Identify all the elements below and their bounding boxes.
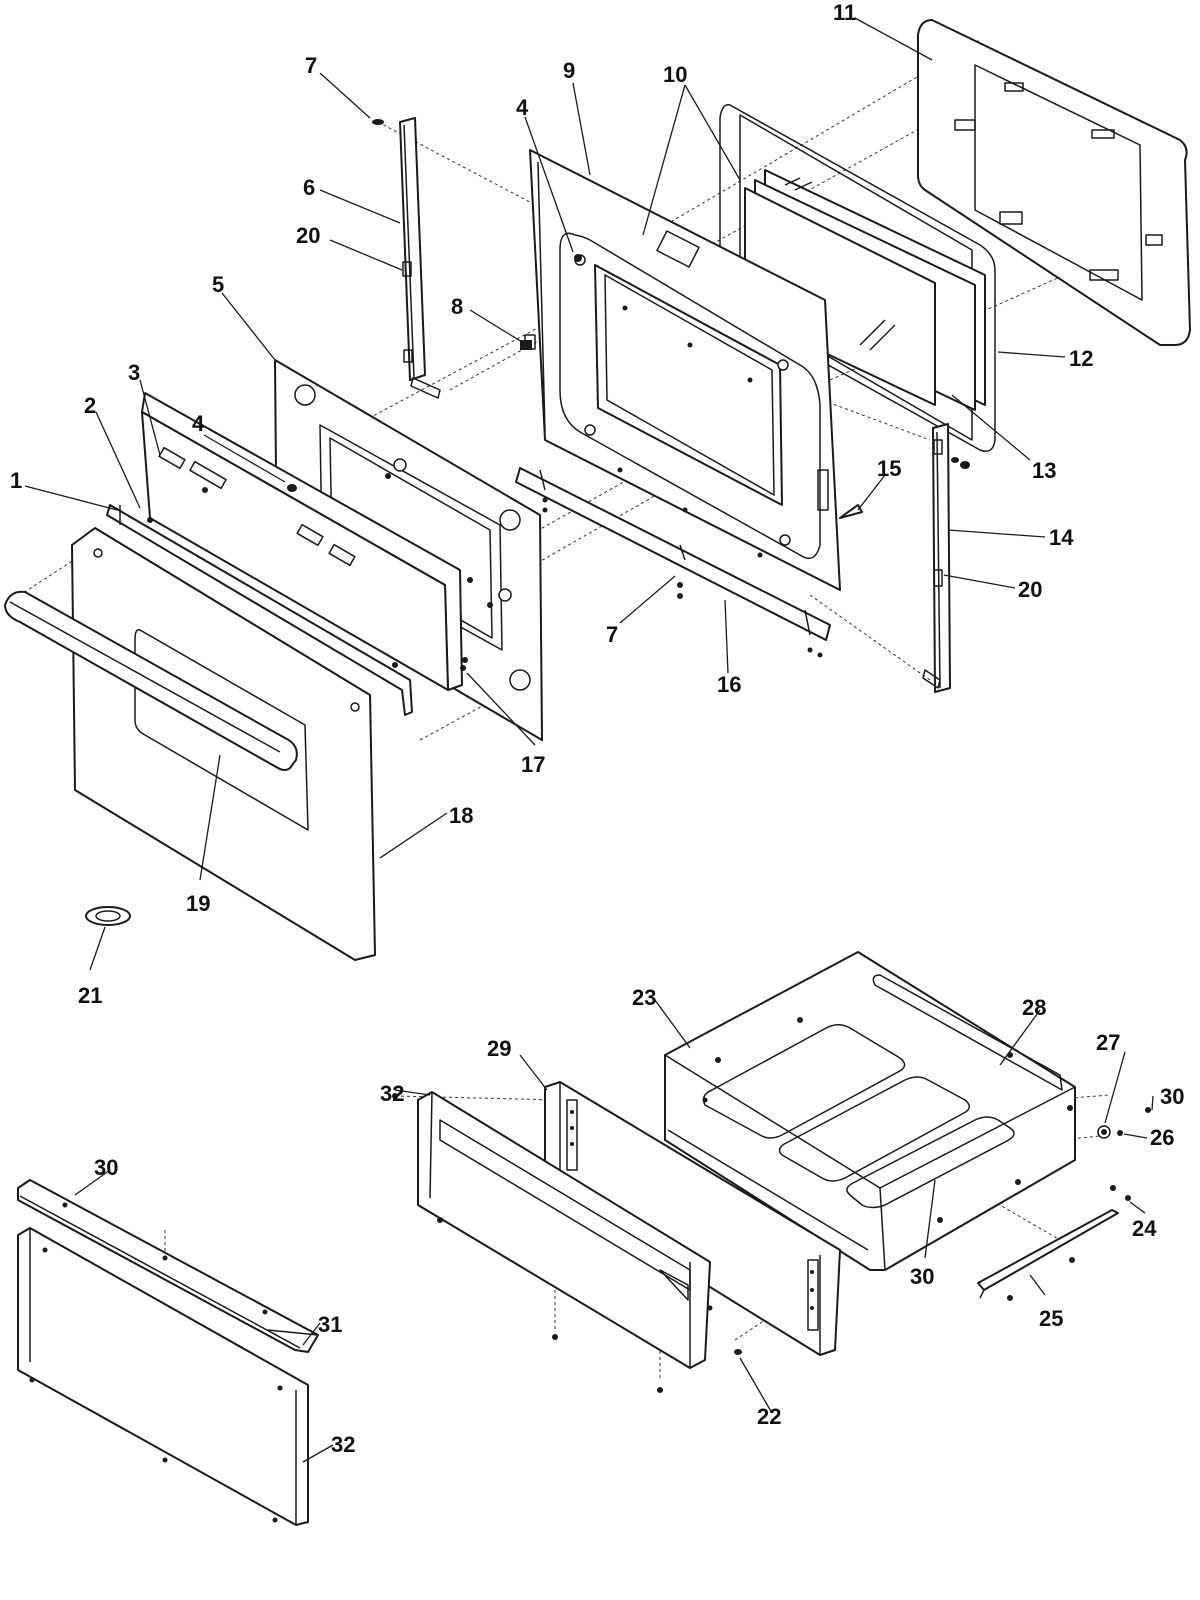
- callout-13: 13: [1032, 458, 1056, 483]
- door-bottom-channel: [515, 467, 831, 658]
- callout-10: 10: [663, 62, 687, 87]
- right-door-channel: [922, 423, 951, 693]
- drawer-front-panel: [392, 1091, 742, 1393]
- callout-1: 1: [10, 468, 22, 493]
- callout-24: 24: [1132, 1216, 1157, 1241]
- outer-door-panel: [71, 527, 376, 961]
- callout-20a: 20: [296, 223, 320, 248]
- callout-20b: 20: [1018, 577, 1042, 602]
- callout-22: 22: [757, 1404, 781, 1429]
- inner-door-panel: [524, 149, 841, 591]
- callout-21: 21: [78, 983, 102, 1008]
- callout-32a: 32: [380, 1081, 404, 1106]
- callout-2: 2: [84, 393, 96, 418]
- callout-3: 3: [128, 360, 140, 385]
- callout-17: 17: [521, 752, 545, 777]
- callout-14: 14: [1049, 525, 1074, 550]
- callout-5: 5: [212, 272, 224, 297]
- callout-18: 18: [449, 803, 473, 828]
- callout-12: 12: [1069, 346, 1093, 371]
- callout-6: 6: [303, 175, 315, 200]
- drawer-rail: [977, 1107, 1151, 1301]
- vent-trim: [106, 504, 413, 716]
- callout-23: 23: [632, 985, 656, 1010]
- callout-labels: 1 2 3 4 4 5 6 7 7 8 9 10 11 12 13 14 15 …: [10, 0, 1184, 1457]
- callout-7b: 7: [606, 622, 618, 647]
- callout-4a: 4: [192, 411, 205, 436]
- glass-pane-stack: [744, 169, 986, 411]
- bottom-front-panel: [17, 1227, 309, 1526]
- bottom-trim: [17, 1179, 319, 1353]
- callout-8: 8: [451, 294, 463, 319]
- callout-31: 31: [318, 1312, 342, 1337]
- callout-28: 28: [1022, 995, 1046, 1020]
- left-door-channel: [399, 117, 441, 399]
- callout-16: 16: [717, 672, 741, 697]
- door-handle: [4, 590, 298, 771]
- callout-30b: 30: [1160, 1084, 1184, 1109]
- drawer-tray: [664, 951, 1076, 1271]
- callout-26: 26: [1150, 1125, 1174, 1150]
- callout-11: 11: [833, 0, 856, 25]
- callout-30c: 30: [910, 1264, 934, 1289]
- callout-4b: 4: [516, 95, 529, 120]
- callout-27: 27: [1096, 1030, 1120, 1055]
- door-liner-panel: [719, 104, 996, 452]
- callout-30a: 30: [94, 1155, 118, 1180]
- callout-19: 19: [186, 891, 210, 916]
- callout-29: 29: [487, 1036, 511, 1061]
- callout-32b: 32: [331, 1432, 355, 1457]
- door-vent-bar: [141, 392, 473, 691]
- outer-door-frame: [917, 19, 1191, 346]
- knob-part: [85, 906, 131, 926]
- screws: [287, 119, 970, 671]
- callout-25: 25: [1039, 1306, 1063, 1331]
- callout-15: 15: [877, 456, 901, 481]
- callout-7a: 7: [305, 53, 317, 78]
- callout-9: 9: [563, 58, 575, 83]
- leader-lines: [24, 17, 1154, 1463]
